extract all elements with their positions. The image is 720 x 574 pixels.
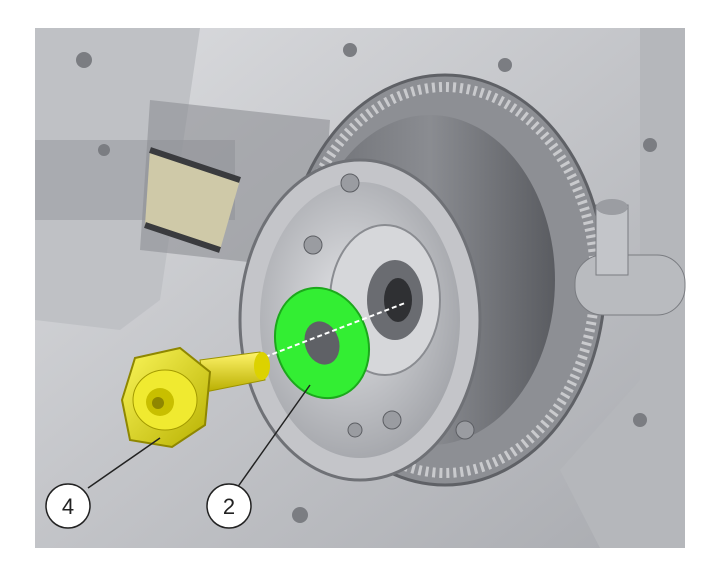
callout-4-label: 4 <box>62 494 74 519</box>
assembly-axis <box>264 302 406 358</box>
washer <box>273 286 371 400</box>
callout-2-label: 2 <box>223 494 235 519</box>
leader-line-4 <box>87 437 161 489</box>
bolt <box>120 346 270 449</box>
leader-line-2 <box>236 384 311 489</box>
callout-4: 4 <box>45 483 91 529</box>
oil-pipe <box>574 199 686 316</box>
cam-chain <box>144 147 241 253</box>
callout-2: 2 <box>206 483 252 529</box>
